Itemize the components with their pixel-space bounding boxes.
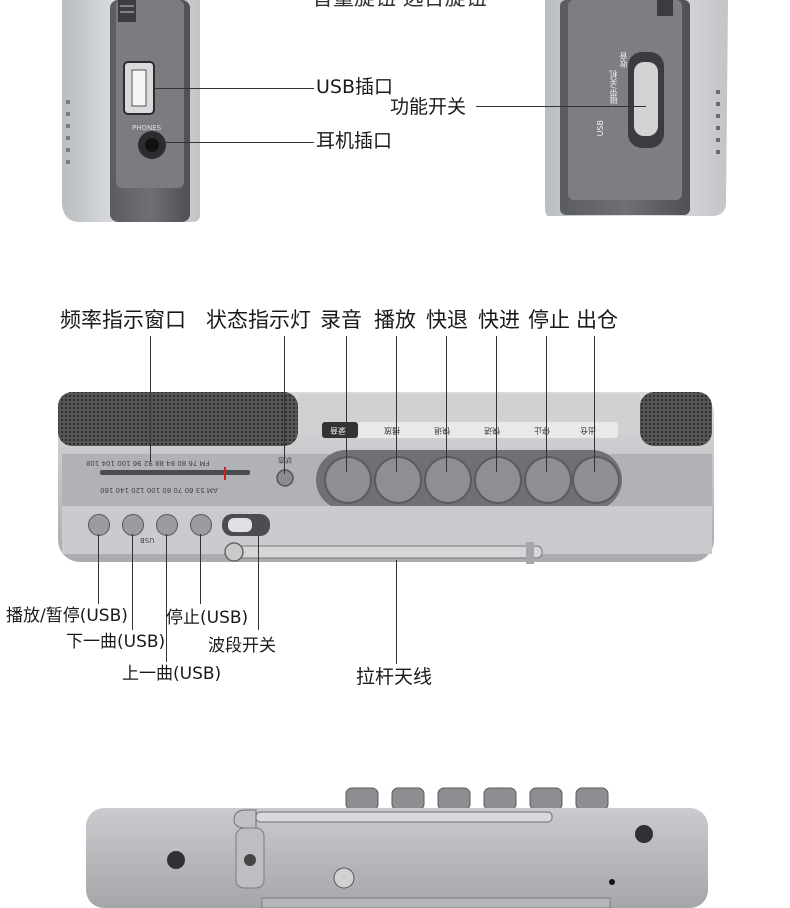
- next-track-usb-button[interactable]: [122, 514, 144, 536]
- stop-button[interactable]: [524, 456, 572, 504]
- usb-port-leader: [154, 88, 314, 89]
- play-button[interactable]: [374, 456, 422, 504]
- label-play: 播放: [374, 308, 416, 332]
- stop-usb-button[interactable]: [190, 514, 212, 536]
- strip-print-stop: 停止: [534, 426, 550, 435]
- label-stop-usb: 停止(USB): [166, 608, 249, 628]
- left-device-side: [62, 0, 200, 222]
- function-switch-label: 功能开关: [390, 96, 467, 118]
- label-stop: 停止: [528, 308, 570, 332]
- label-antenna: 拉杆天线: [356, 666, 433, 688]
- bottom-view-photo: [0, 770, 790, 908]
- phones-print: PHONES: [132, 124, 162, 132]
- antenna-leader: [396, 560, 397, 664]
- freq-window-leader: [150, 336, 151, 462]
- label-eject: 出仓: [576, 308, 618, 332]
- strip-print-play: 播放: [384, 426, 400, 435]
- label-fast-forward: 快进: [478, 308, 520, 332]
- eject-button[interactable]: [572, 456, 620, 504]
- switch-print-usb: USB: [596, 120, 605, 137]
- prev-track-usb-leader: [166, 534, 167, 662]
- strip-print-record: 录音: [330, 426, 346, 435]
- switch-print-radio: 收音: [619, 52, 628, 68]
- record-button[interactable]: [324, 456, 372, 504]
- ff-leader: [496, 336, 497, 472]
- usb-print: USB: [140, 536, 155, 544]
- strip-print-ff: 快进: [484, 426, 500, 435]
- function-switch-leader: [476, 106, 646, 107]
- stop-leader: [546, 336, 547, 472]
- rewind-leader: [446, 336, 447, 472]
- strip-print-rewind: 快退: [434, 426, 450, 435]
- top-cut-text: 音量旋钮 选台旋钮: [312, 0, 487, 9]
- fast-forward-button[interactable]: [474, 456, 522, 504]
- am-scale-print: AM 53 60 70 80 100 120 140 160: [100, 486, 218, 494]
- headphone-leader: [166, 142, 314, 143]
- label-band-switch: 波段开关: [208, 636, 276, 656]
- rewind-button[interactable]: [424, 456, 472, 504]
- label-next-track-usb: 下一曲(USB): [66, 632, 166, 652]
- play-pause-usb-button[interactable]: [88, 514, 110, 536]
- label-record: 录音: [320, 308, 362, 332]
- stop-usb-leader: [200, 534, 201, 604]
- right-device-side: [545, 0, 728, 216]
- side-views-photo: [0, 0, 790, 230]
- label-rewind: 快退: [426, 308, 468, 332]
- indicator-print: 状态: [278, 456, 292, 464]
- next-track-usb-leader: [132, 534, 133, 630]
- label-play-pause-usb: 播放/暂停(USB): [6, 606, 128, 626]
- prev-track-usb-button[interactable]: [156, 514, 178, 536]
- label-freq-window: 频率指示窗口: [60, 308, 186, 332]
- play-leader: [396, 336, 397, 472]
- eject-leader: [594, 336, 595, 472]
- usb-port-label: USB插口: [316, 76, 394, 98]
- status-light-leader: [284, 336, 285, 474]
- headphone-label: 耳机插口: [316, 130, 393, 152]
- band-switch-leader: [258, 536, 259, 630]
- fm-scale-print: FM 76 80 84 88 92 96 100 104 108: [86, 459, 210, 467]
- label-prev-track-usb: 上一曲(USB): [122, 664, 222, 684]
- switch-print-tape: 磁带/关机: [609, 70, 618, 105]
- label-status-light: 状态指示灯: [206, 308, 311, 332]
- play-pause-usb-leader: [98, 534, 99, 604]
- record-leader: [346, 336, 347, 472]
